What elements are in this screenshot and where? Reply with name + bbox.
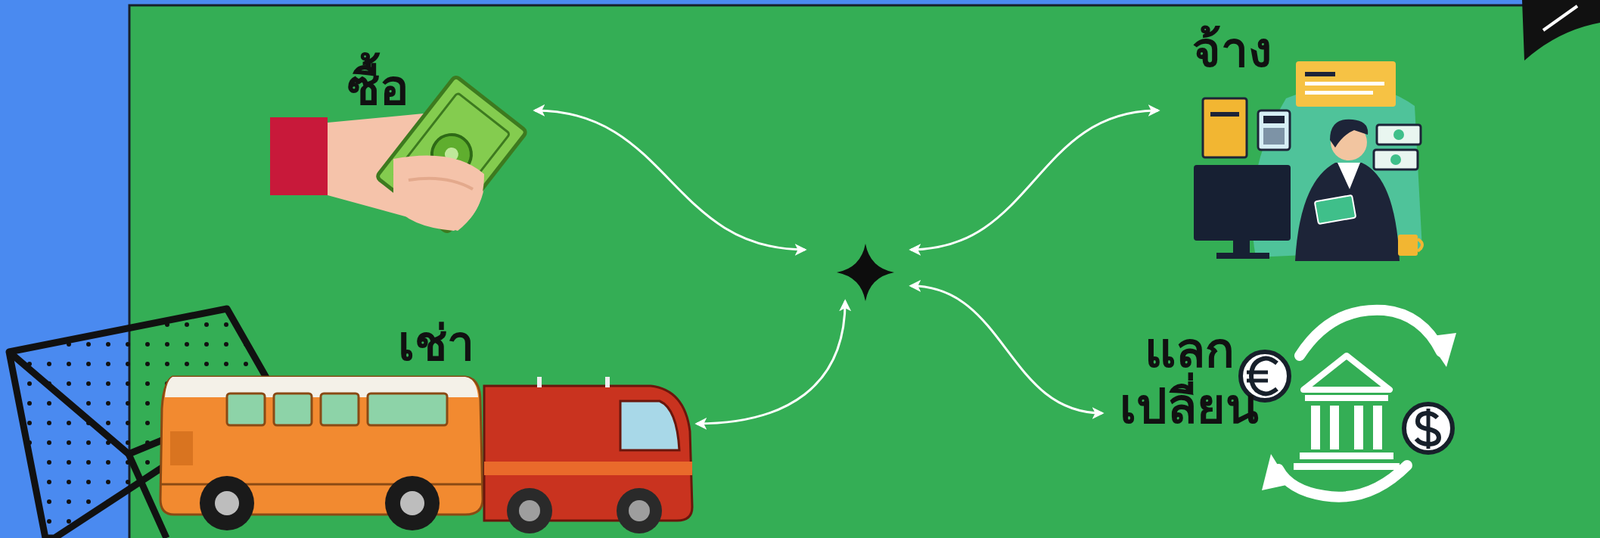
office-worker-illustration-part	[1304, 71, 1336, 77]
vans-illustration-part	[320, 393, 359, 426]
office-worker-illustration-part	[1417, 239, 1423, 252]
vans-illustration-part	[199, 475, 255, 531]
bank-exchange-icon-part	[1404, 403, 1453, 453]
vans-illustration-part	[226, 393, 265, 426]
vans-illustration-part	[214, 490, 240, 516]
envelope-decoration-part	[9, 308, 276, 538]
vans-illustration-part	[616, 487, 662, 534]
office-worker-illustration-part	[1216, 252, 1270, 259]
bank-exchange-icon-part	[1373, 405, 1383, 450]
envelope-decoration	[9, 308, 276, 538]
vans-illustration-part	[628, 500, 650, 522]
office-worker-illustration-part	[1258, 110, 1290, 150]
star-shape	[836, 243, 895, 302]
bank-exchange-icon-part	[1278, 465, 1408, 498]
office-worker-illustration-part	[1295, 61, 1396, 107]
vans-illustration-part	[537, 376, 542, 388]
bank-exchange-icon-part	[1299, 452, 1394, 460]
bank-exchange-icon-part	[1246, 370, 1268, 375]
node-label: จ้าง	[1192, 22, 1272, 79]
office-worker-illustration-part	[1202, 98, 1247, 158]
vans-illustration-part	[605, 376, 610, 388]
office-worker-illustration-part	[1329, 119, 1368, 148]
vans-illustration-part	[484, 461, 693, 476]
vans-illustration-part	[170, 431, 193, 466]
office-worker-illustration-part	[1390, 154, 1402, 165]
vans-illustration-part	[400, 490, 425, 516]
activity-node: แลก เปลี่ยน	[1102, 306, 1462, 507]
office-worker-illustration	[1193, 61, 1423, 261]
office-worker-illustration-part	[1337, 162, 1361, 190]
bank-exchange-icon-part	[1303, 355, 1390, 390]
bank-exchange-icon-part	[1304, 394, 1389, 401]
office-worker-illustration-part	[1304, 90, 1374, 95]
office-worker-illustration-part	[1295, 162, 1400, 261]
double-arrow-connector	[534, 110, 805, 250]
corner-decoration	[1522, 0, 1600, 61]
bank-exchange-icon-part	[1426, 408, 1431, 449]
corner-decoration-part	[1543, 6, 1578, 31]
office-worker-illustration-part	[1304, 81, 1385, 86]
office-worker-illustration-part	[1263, 127, 1285, 145]
office-worker-illustration-part	[1398, 234, 1418, 256]
corner-decoration-part	[1522, 0, 1600, 61]
bank-exchange-icon-part	[1311, 405, 1321, 450]
node-label: แลก เปลี่ยน	[1102, 323, 1277, 435]
hand-money-illustration-part	[270, 117, 328, 196]
star-shape	[835, 242, 896, 303]
office-worker-illustration-part	[1233, 240, 1250, 255]
bank-exchange-icon-part	[1299, 310, 1442, 356]
bank-exchange-icon-part	[1293, 462, 1400, 470]
office-worker-illustration-part	[1376, 124, 1421, 145]
office-worker-illustration-part	[1373, 149, 1418, 170]
activity-node: เช่า	[158, 329, 697, 529]
office-worker-illustration-part	[1263, 115, 1285, 124]
background-part	[129, 5, 1600, 538]
node-label: ซื้อ	[347, 60, 409, 117]
double-arrow-connector	[910, 110, 1159, 250]
vans-illustration-part	[506, 487, 553, 534]
activity-node: จ้าง	[1158, 40, 1431, 262]
office-worker-illustration-part	[1210, 111, 1240, 117]
office-worker-illustration-part	[1393, 129, 1405, 140]
office-worker-illustration-part	[1314, 195, 1356, 224]
vans-illustration-part	[518, 500, 541, 522]
double-arrow-connector	[910, 285, 1103, 414]
vans-illustration-part	[385, 475, 440, 531]
node-label: เช่า	[397, 316, 475, 373]
vans-illustration-part	[620, 400, 680, 451]
double-arrow-connector	[696, 301, 846, 424]
hand-money-illustration-part	[393, 155, 485, 232]
bank-exchange-icon-part	[1329, 405, 1340, 450]
vans-illustration-part	[273, 393, 312, 426]
office-worker-illustration-part	[1193, 164, 1291, 241]
vans-illustration-part	[367, 393, 448, 426]
bank-exchange-icon-part	[1261, 453, 1290, 491]
activity-node: ซื้อ	[270, 68, 535, 243]
bank-exchange-icon-part	[1426, 332, 1457, 367]
hand-money-illustration-part	[408, 178, 473, 190]
bank-exchange-icon-part	[1354, 405, 1364, 450]
vans-illustration	[160, 376, 693, 534]
bank-exchange-icon	[1240, 310, 1457, 498]
hub-star	[804, 246, 911, 302]
